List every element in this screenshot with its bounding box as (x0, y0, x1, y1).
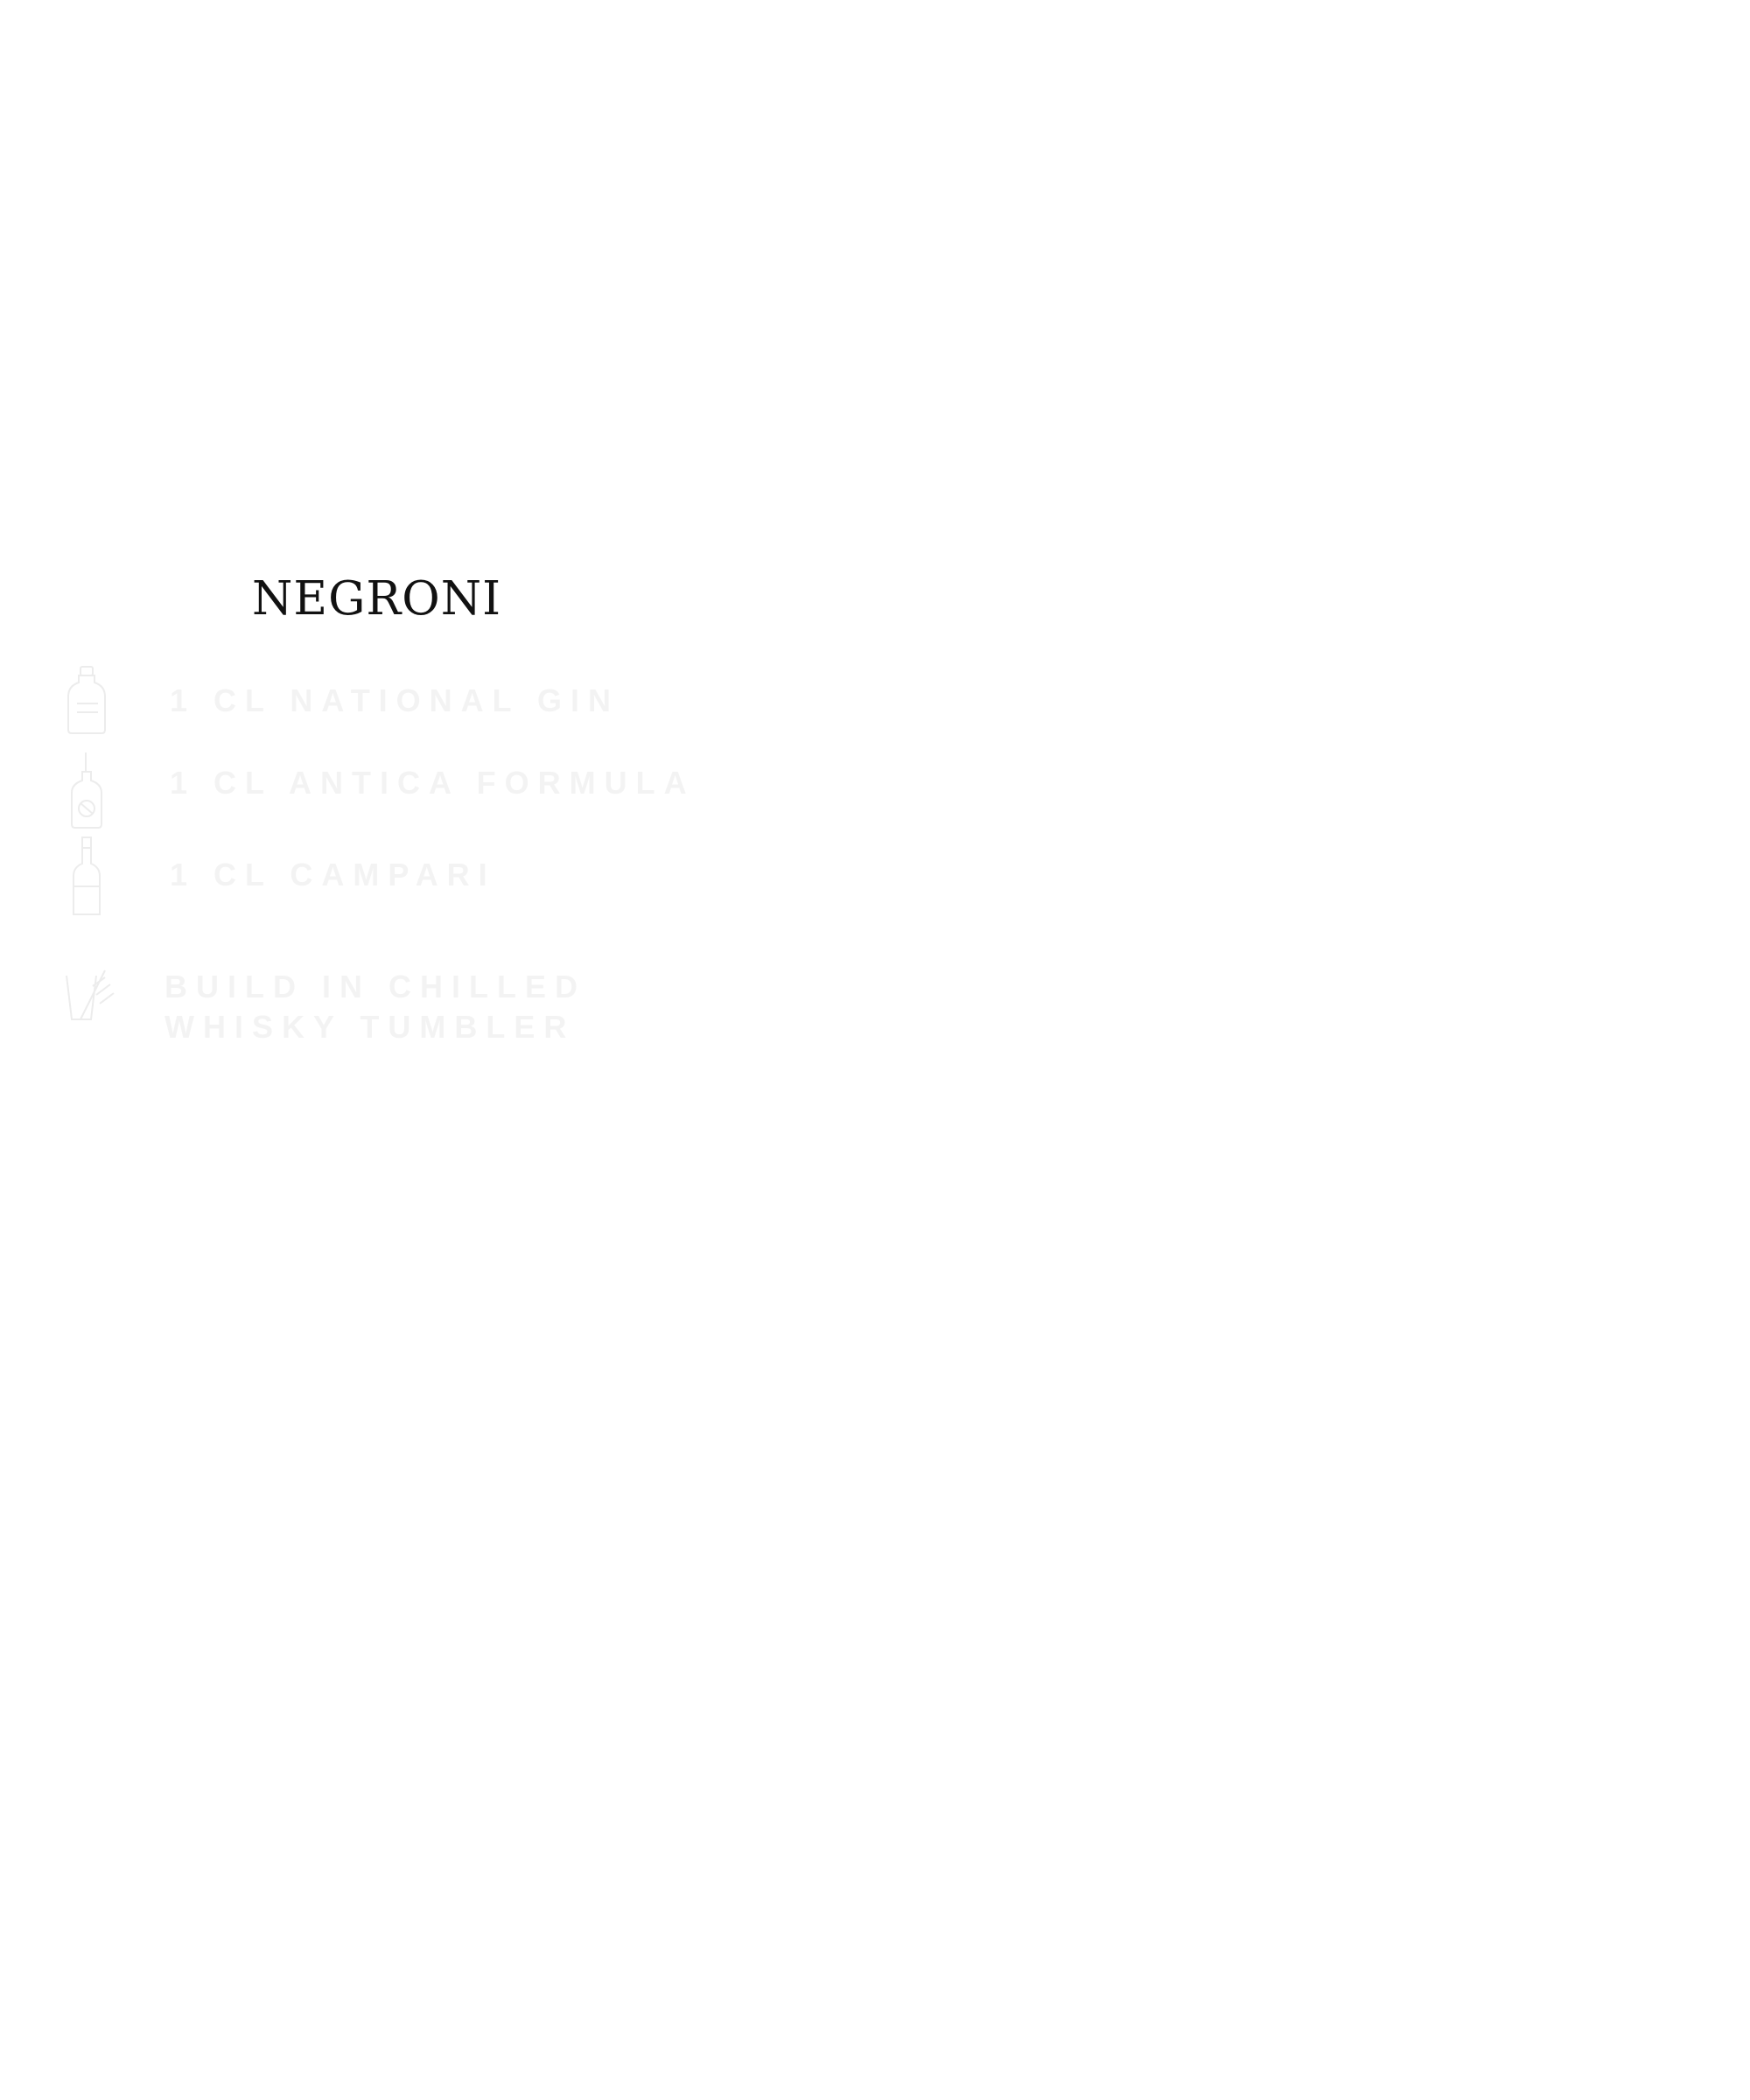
ingredient-row-campari: 1 CL CAMPARI (61, 836, 674, 919)
method-label: BUILD IN CHILLED WHISKY TUMBLER (164, 969, 586, 1045)
ingredient-label-antica-formula: 1 CL ANTICA FORMULA (170, 765, 696, 801)
method-row: BUILD IN CHILLED WHISKY TUMBLER (61, 967, 674, 1046)
page-title: negroni (252, 552, 502, 630)
stir-glass-icon (66, 970, 115, 1020)
ingredient-row-gin: 1 CL NATIONAL GIN (61, 665, 674, 735)
vermouth-bottle-icon (71, 752, 102, 829)
ingredient-row-antica-formula: 1 CL ANTICA FORMULA (61, 751, 687, 830)
ingredient-label-campari: 1 CL CAMPARI (170, 857, 496, 892)
campari-bottle-icon (73, 836, 101, 915)
ingredient-label-gin: 1 CL NATIONAL GIN (170, 682, 620, 718)
gin-bottle-icon (67, 666, 106, 734)
